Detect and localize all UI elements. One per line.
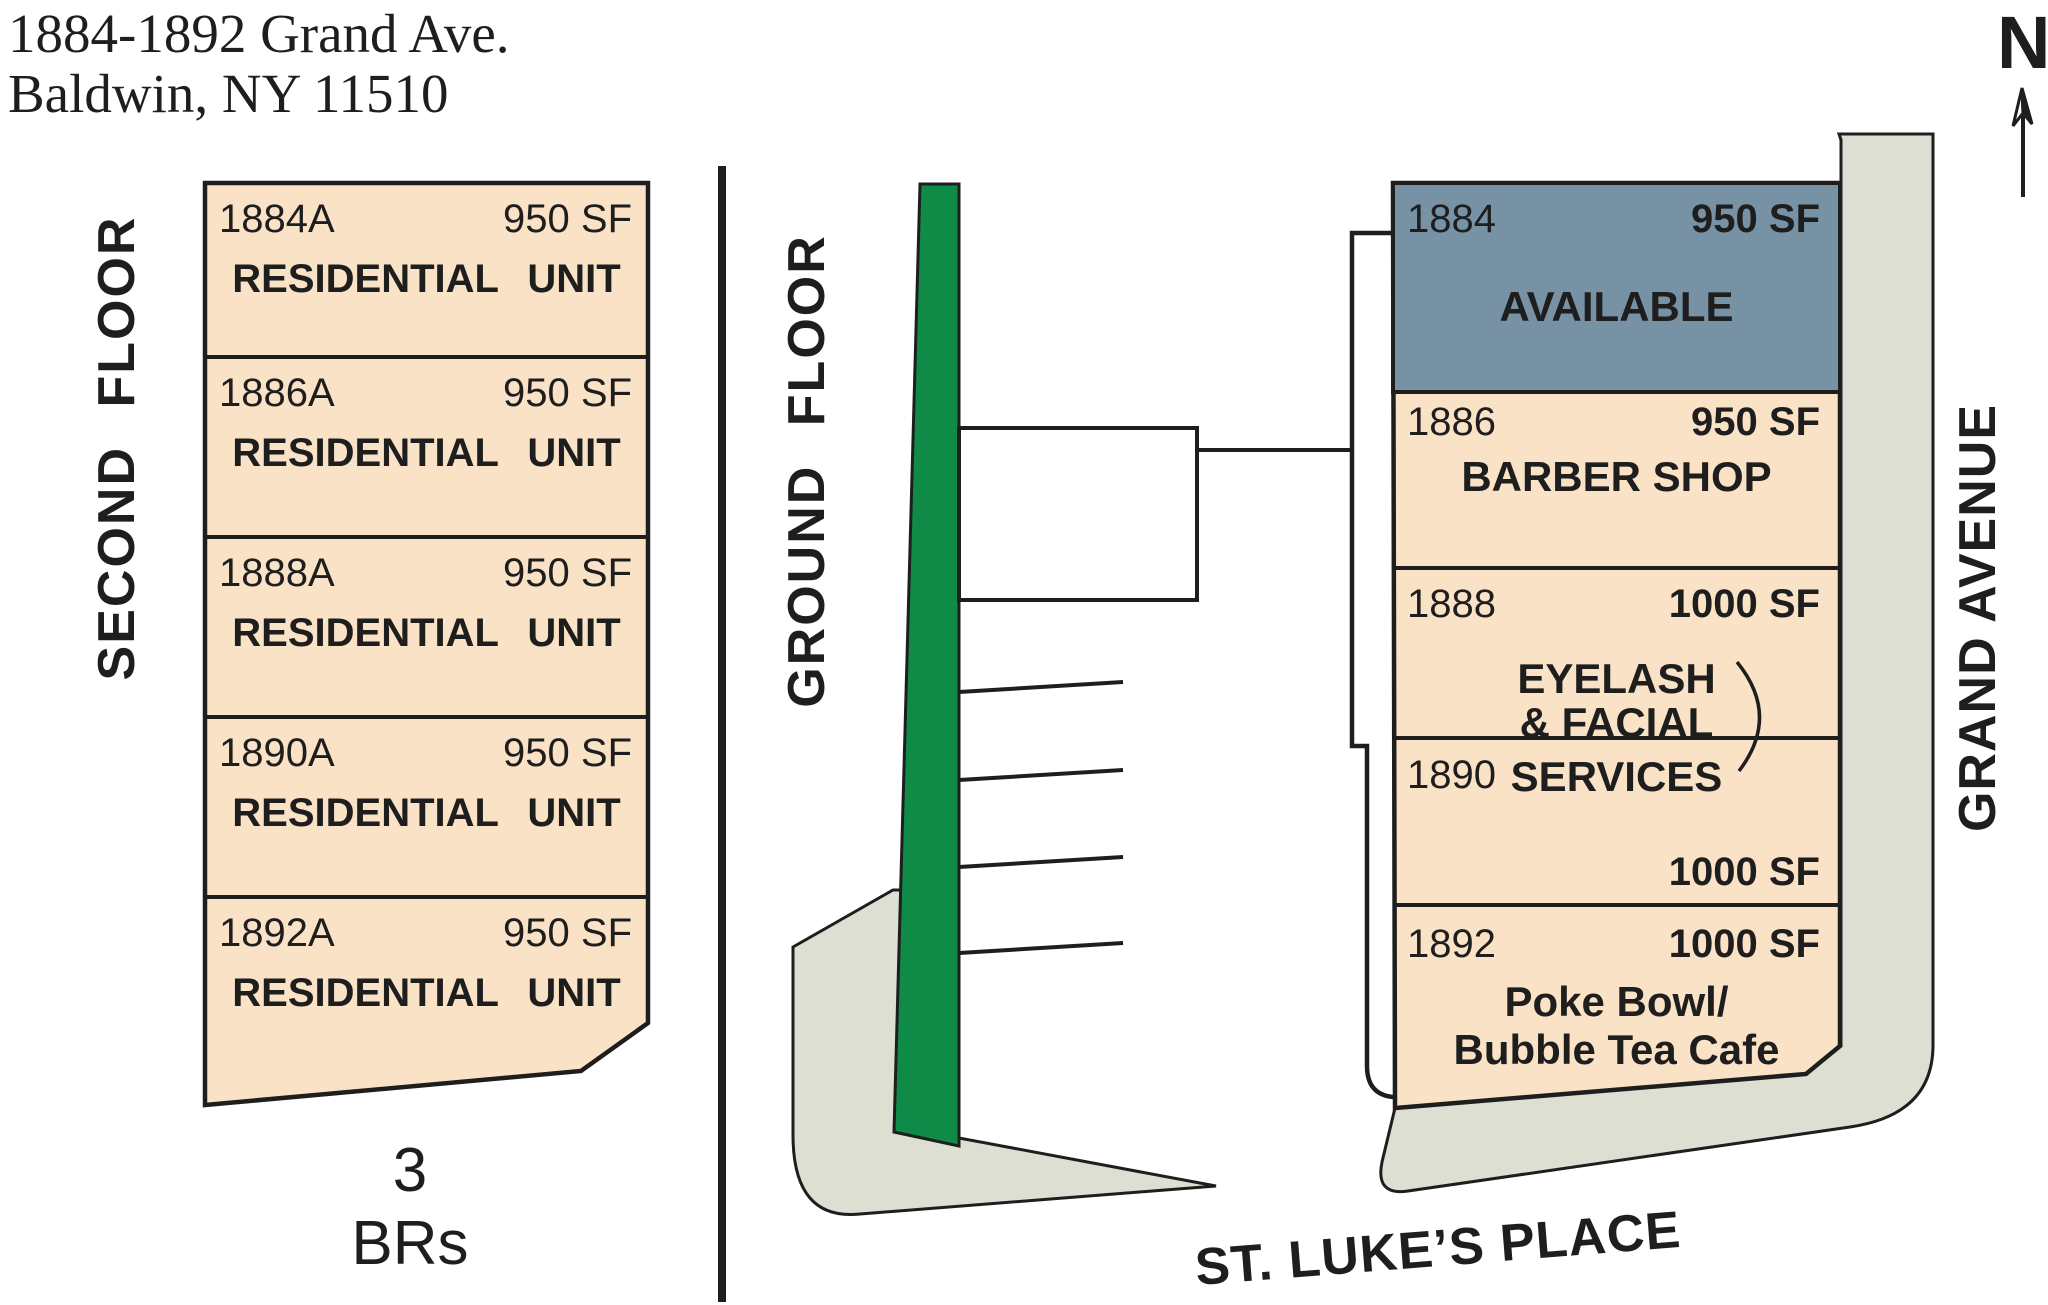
second-floor-label: SECOND FLOOR — [88, 215, 146, 681]
unit-1888A-number: 1888A — [219, 551, 335, 595]
unit-1884-name: AVAILABLE — [1499, 283, 1734, 330]
landscaping-strip — [892, 182, 961, 1148]
unit-1884-size: 950 SF — [1691, 197, 1820, 241]
unit-1884-available-fill — [1391, 181, 1842, 394]
unit-1888A-name: RESIDENTIAL UNIT — [232, 611, 621, 655]
unit-1892-number: 1892 — [1407, 922, 1496, 966]
unit-1890A-number: 1890A — [219, 731, 335, 775]
page-title-line2: Baldwin, NY 11510 — [8, 63, 449, 124]
parking-stalls — [958, 680, 1124, 955]
unit-1888-name-line2: & FACIAL — [1519, 699, 1714, 746]
unit-1884A-name: RESIDENTIAL UNIT — [232, 257, 621, 301]
ground-floor-label: GROUND FLOOR — [778, 234, 836, 708]
rear-extension — [957, 426, 1199, 602]
page-title-line1: 1884-1892 Grand Ave. — [8, 3, 510, 64]
unit-1886-size: 950 SF — [1691, 400, 1820, 444]
unit-1892-name-line2: Bubble Tea Cafe — [1453, 1026, 1780, 1073]
unit-1886A-name: RESIDENTIAL UNIT — [232, 431, 621, 475]
bedrooms-note-label: BRs — [351, 1209, 469, 1278]
unit-1892A-name: RESIDENTIAL UNIT — [232, 971, 621, 1015]
unit-1886-name: BARBER SHOP — [1461, 453, 1772, 500]
unit-1890-size: 1000 SF — [1668, 850, 1820, 894]
floor-plan-divider — [718, 166, 726, 1302]
ground-floor-unit-dividers — [1393, 566, 1840, 907]
unit-1888-name-line3: SERVICES — [1510, 753, 1723, 800]
unit-1884A-size: 950 SF — [503, 197, 632, 241]
unit-1886A-size: 950 SF — [503, 371, 632, 415]
unit-1888A-size: 950 SF — [503, 551, 632, 595]
street-grand-avenue: GRAND AVENUE — [1949, 403, 2007, 833]
unit-1884A-number: 1884A — [219, 197, 335, 241]
north-label: N — [1997, 1, 2048, 84]
unit-1892A-size: 950 SF — [503, 911, 632, 955]
sidewalk-left — [791, 888, 1217, 1217]
unit-1884-number: 1884 — [1407, 197, 1496, 241]
second-floor-building — [202, 180, 651, 1108]
unit-1892-size: 1000 SF — [1668, 922, 1820, 966]
unit-1888-number: 1888 — [1407, 582, 1496, 626]
unit-1886-number: 1886 — [1407, 400, 1496, 444]
unit-1888-name-line1: EYELASH — [1517, 655, 1716, 702]
sidewalk-grand-avenue — [1379, 132, 1935, 1194]
north-arrow-icon — [2011, 87, 2034, 197]
unit-1890-number: 1890 — [1407, 753, 1496, 797]
unit-1888-size: 1000 SF — [1668, 582, 1820, 626]
unit-1892A-number: 1892A — [219, 911, 335, 955]
bedrooms-note-value: 3 — [392, 1136, 428, 1205]
second-floor-unit-dividers — [205, 355, 648, 899]
unit-1890A-size: 950 SF — [503, 731, 632, 775]
unit-1892-name-line1: Poke Bowl/ — [1504, 978, 1729, 1025]
unit-1886A-number: 1886A — [219, 371, 335, 415]
unit-1890A-name: RESIDENTIAL UNIT — [232, 791, 621, 835]
service-span-bracket — [1735, 660, 1762, 773]
